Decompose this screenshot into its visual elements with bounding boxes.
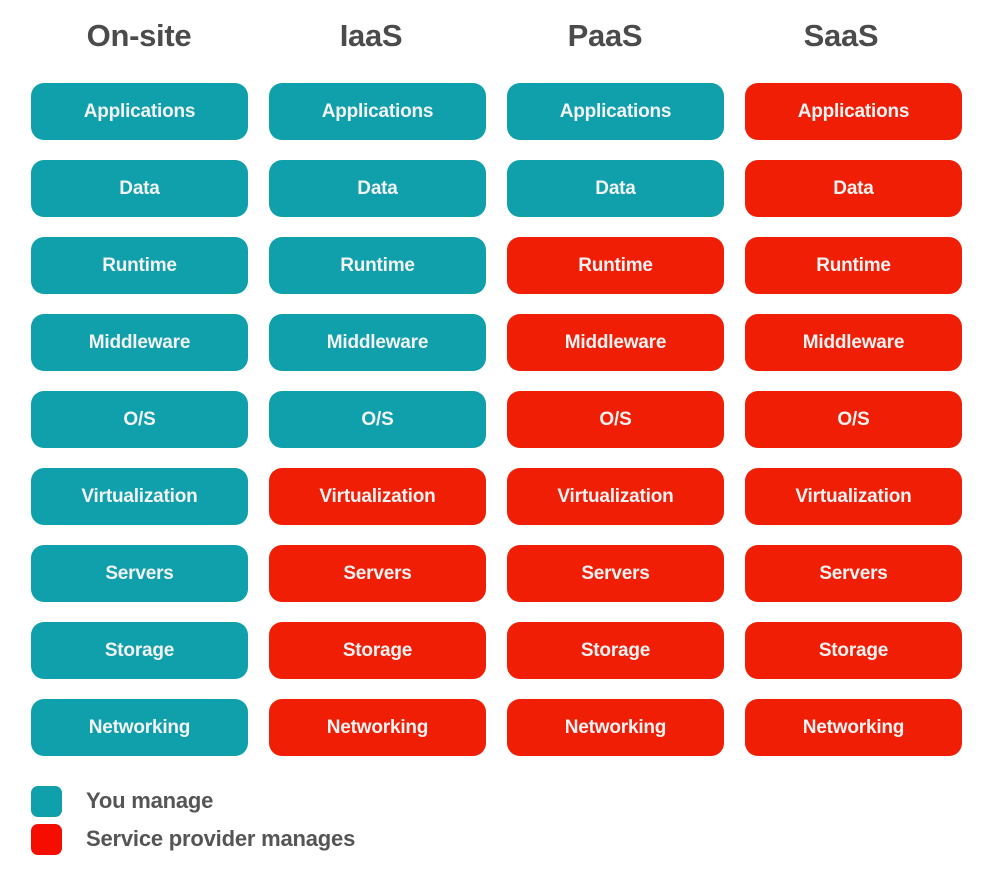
pill-on-site-o-s: O/S <box>31 391 248 448</box>
grid-row-storage: Storage Storage Storage Storage <box>31 622 963 679</box>
pill-label: Storage <box>818 640 889 661</box>
pill-on-site-runtime: Runtime <box>31 237 248 294</box>
pill-saas-middleware: Middleware <box>745 314 962 371</box>
pill-label: Runtime <box>102 255 177 276</box>
pill-saas-storage: Storage <box>745 622 962 679</box>
pill-paas-virtualization: Virtualization <box>507 468 724 525</box>
pill-label: Virtualization <box>557 486 674 507</box>
pill-label: Middleware <box>564 332 667 353</box>
pill-label: Virtualization <box>319 486 436 507</box>
pill-label: Virtualization <box>795 486 912 507</box>
pill-paas-middleware: Middleware <box>507 314 724 371</box>
legend-swatch-you-manage <box>31 785 62 817</box>
pill-paas-networking: Networking <box>507 699 724 756</box>
grid-row-data: Data Data Data Data <box>31 160 963 217</box>
pill-label: Data <box>357 178 398 199</box>
pill-label: O/S <box>123 409 156 430</box>
pill-saas-data: Data <box>745 160 962 217</box>
column-header-saas: SaaS <box>803 18 879 53</box>
pill-iaas-data: Data <box>269 160 486 217</box>
grid-row-virtualization: Virtualization Virtualization Virtualizati… <box>31 468 963 525</box>
pill-saas-servers: Servers <box>745 545 962 602</box>
pill-iaas-virtualization: Virtualization <box>269 468 486 525</box>
pill-label: Servers <box>343 563 412 584</box>
pill-label: Storage <box>104 640 175 661</box>
pill-iaas-networking: Networking <box>269 699 486 756</box>
grid-row-applications: Applications Applications Applications Appl… <box>31 83 963 140</box>
pill-label: Applications <box>83 101 196 122</box>
pill-iaas-storage: Storage <box>269 622 486 679</box>
legend-swatch-service-provider <box>31 823 62 855</box>
pill-label: Data <box>833 178 874 199</box>
pill-iaas-middleware: Middleware <box>269 314 486 371</box>
pill-on-site-servers: Servers <box>31 545 248 602</box>
pill-label: Servers <box>105 563 174 584</box>
column-header-paas: PaaS <box>567 18 643 53</box>
pill-label: Networking <box>564 717 667 738</box>
pill-paas-data: Data <box>507 160 724 217</box>
pill-on-site-virtualization: Virtualization <box>31 468 248 525</box>
pill-label: O/S <box>599 409 632 430</box>
pill-label: Runtime <box>816 255 891 276</box>
pill-label: Runtime <box>340 255 415 276</box>
pill-paas-applications: Applications <box>507 83 724 140</box>
responsibility-grid: Applications Applications Applications Appl… <box>31 83 963 776</box>
pill-label: Middleware <box>802 332 905 353</box>
pill-label: Virtualization <box>81 486 198 507</box>
pill-paas-storage: Storage <box>507 622 724 679</box>
pill-label: Middleware <box>326 332 429 353</box>
pill-label: Storage <box>580 640 651 661</box>
pill-label: O/S <box>361 409 394 430</box>
column-header-iaas: IaaS <box>339 18 403 53</box>
grid-row-servers: Servers Servers Servers Servers <box>31 545 963 602</box>
pill-label: Networking <box>802 717 905 738</box>
grid-row-o-s: O/S O/S O/S O/S <box>31 391 963 448</box>
pill-label: Storage <box>342 640 413 661</box>
pill-saas-o-s: O/S <box>745 391 962 448</box>
pill-on-site-applications: Applications <box>31 83 248 140</box>
pill-iaas-servers: Servers <box>269 545 486 602</box>
pill-label: Servers <box>581 563 650 584</box>
legend-label-you-manage: You manage <box>86 788 214 813</box>
pill-iaas-o-s: O/S <box>269 391 486 448</box>
pill-paas-o-s: O/S <box>507 391 724 448</box>
pill-on-site-networking: Networking <box>31 699 248 756</box>
pill-paas-runtime: Runtime <box>507 237 724 294</box>
pill-saas-applications: Applications <box>745 83 962 140</box>
pill-label: Networking <box>88 717 191 738</box>
pill-on-site-data: Data <box>31 160 248 217</box>
pill-on-site-storage: Storage <box>31 622 248 679</box>
pill-paas-servers: Servers <box>507 545 724 602</box>
pill-label: Runtime <box>578 255 653 276</box>
legend-item-you-manage: You manage <box>31 782 355 820</box>
pill-saas-runtime: Runtime <box>745 237 962 294</box>
grid-row-middleware: Middleware Middleware Middleware Middleware <box>31 314 963 371</box>
legend-item-service-provider-manages: Service provider manages <box>31 820 355 858</box>
pill-label: Applications <box>559 101 672 122</box>
pill-label: Middleware <box>88 332 191 353</box>
pill-label: Networking <box>326 717 429 738</box>
pill-label: Servers <box>819 563 888 584</box>
pill-iaas-runtime: Runtime <box>269 237 486 294</box>
pill-saas-networking: Networking <box>745 699 962 756</box>
pill-on-site-middleware: Middleware <box>31 314 248 371</box>
pill-label: Data <box>595 178 636 199</box>
column-headers: On-site IaaS PaaS SaaS <box>0 14 994 60</box>
grid-row-networking: Networking Networking Networking Networking <box>31 699 963 756</box>
pill-saas-virtualization: Virtualization <box>745 468 962 525</box>
legend: You manage Service provider manages <box>31 782 355 858</box>
pill-label: Applications <box>321 101 434 122</box>
pill-label: Data <box>119 178 160 199</box>
column-header-on-site: On-site <box>86 18 192 53</box>
pill-label: O/S <box>837 409 870 430</box>
pill-label: Applications <box>797 101 910 122</box>
legend-label-service-provider-manages: Service provider manages <box>86 826 356 851</box>
pill-iaas-applications: Applications <box>269 83 486 140</box>
grid-row-runtime: Runtime Runtime Runtime Runtime <box>31 237 963 294</box>
